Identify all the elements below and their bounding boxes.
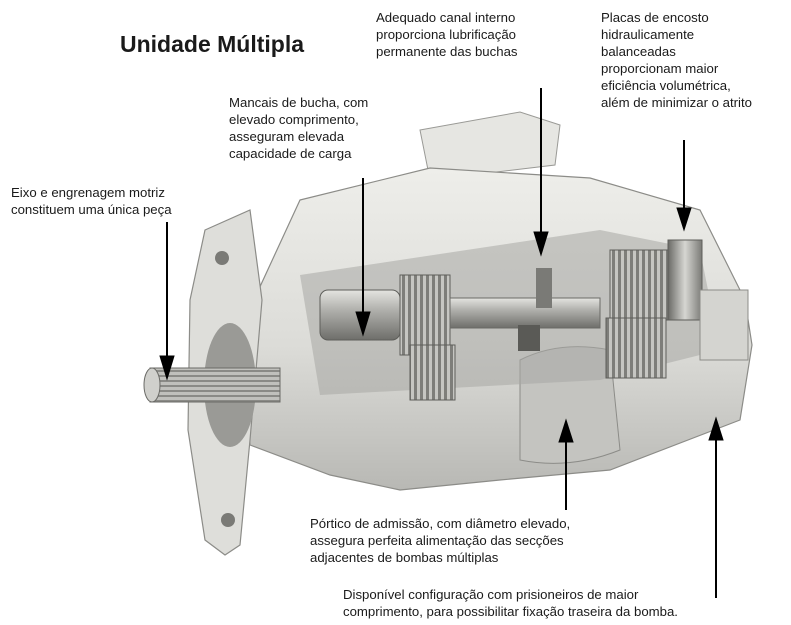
callout-line: Mancais de bucha, com xyxy=(229,95,369,110)
arrow-prisioneiros-head xyxy=(708,416,724,441)
callout-line: assegura perfeita alimentação das secçõe… xyxy=(310,533,564,548)
callout-line: além de minimizar o atrito xyxy=(601,95,752,110)
callout-line: capacidade de carga xyxy=(229,146,352,161)
callout-line: eficiência volumétrica, xyxy=(601,78,731,93)
arrow-canal-head xyxy=(533,231,549,257)
arrow-mancais-head xyxy=(355,311,371,337)
lubrication-channel xyxy=(536,268,552,308)
pump-internals xyxy=(143,239,749,403)
callout-line: permanente das buchas xyxy=(376,44,518,59)
arrow-placas-head xyxy=(676,207,692,232)
callout-line: Disponível configuração com prisioneiros… xyxy=(343,587,639,602)
callout-arrows xyxy=(159,88,724,598)
callout-line: Eixo e engrenagem motriz xyxy=(11,185,165,200)
arrow-eixo-head xyxy=(159,355,175,381)
callout-line: Pórtico de admissão, com diâmetro elevad… xyxy=(310,516,571,531)
pump-housing xyxy=(187,111,753,556)
callout-long-studs: Disponível configuração com prisioneiros… xyxy=(343,586,678,620)
callout-thrust-plates: Placas de encosto hidraulicamente balanc… xyxy=(601,9,752,111)
callout-line: proporciona lubrificação xyxy=(376,27,517,42)
arrow-portico-head xyxy=(558,418,574,443)
flange-bolt-hole xyxy=(221,513,235,527)
rear-drive-gear xyxy=(609,249,671,321)
coupling-slot xyxy=(518,325,540,351)
callout-intake-port: Pórtico de admissão, com diâmetro elevad… xyxy=(310,515,570,566)
callout-line: Placas de encosto xyxy=(601,10,709,25)
callout-line: proporcionam maior xyxy=(601,61,719,76)
callout-line: Adequado canal interno xyxy=(376,10,516,25)
driven-gear xyxy=(409,344,456,401)
callout-line: comprimento, para possibilitar fixação t… xyxy=(343,604,678,619)
diagram-title: Unidade Múltipla xyxy=(120,31,304,57)
callout-line: constituem uma única peça xyxy=(11,202,172,217)
drive-gear xyxy=(399,274,451,356)
callout-internal-channel: Adequado canal interno proporciona lubri… xyxy=(376,9,518,60)
connecting-shaft xyxy=(449,297,601,329)
callout-bushing-bearings: Mancais de bucha, com elevado compriment… xyxy=(229,94,368,162)
callout-line: hidraulicamente xyxy=(601,27,695,42)
callout-line: adjacentes de bombas múltiplas xyxy=(310,550,499,565)
callout-line: asseguram elevada xyxy=(229,129,345,144)
rear-driven-gear xyxy=(605,317,667,379)
rear-cover xyxy=(699,289,749,361)
callout-shaft-gear: Eixo e engrenagem motriz constituem uma … xyxy=(11,184,172,218)
drive-shaft-end xyxy=(143,367,161,403)
thrust-plate xyxy=(667,239,703,321)
drive-shaft xyxy=(149,367,281,403)
flange-bolt-hole xyxy=(215,251,229,265)
callout-line: elevado comprimento, xyxy=(229,112,359,127)
callout-line: balanceadas xyxy=(601,44,676,59)
